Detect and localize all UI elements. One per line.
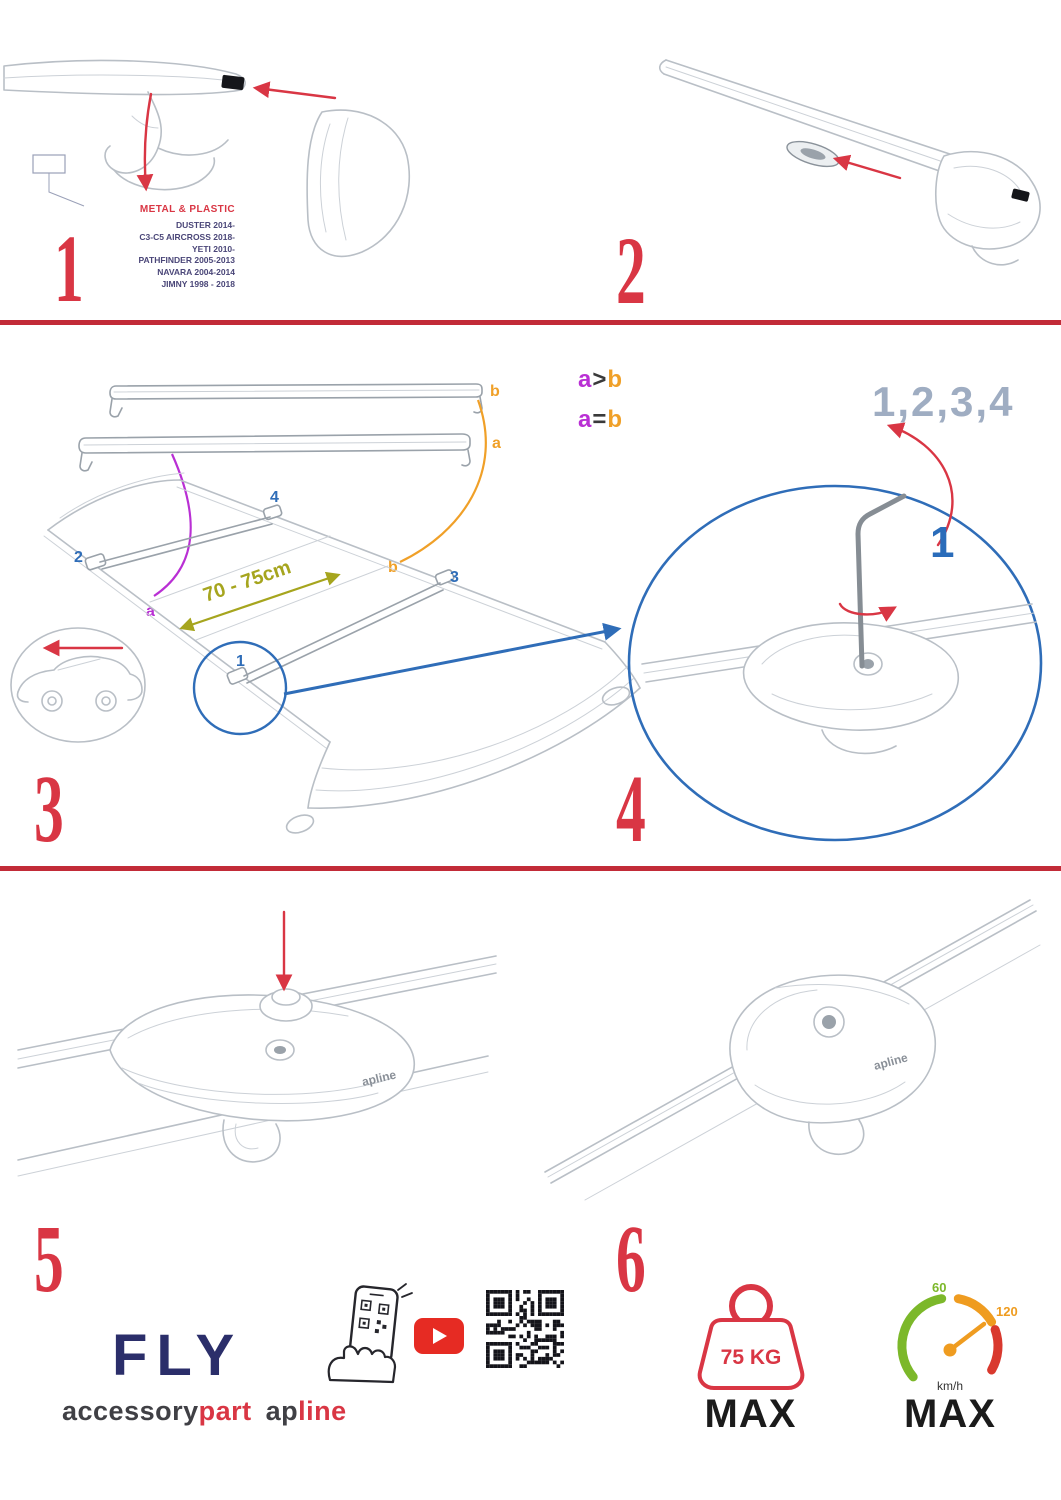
step6-illustration: apline <box>544 899 1041 1201</box>
arrow-into-slot <box>832 154 902 180</box>
material-label: METAL & PLASTIC <box>139 204 235 215</box>
brand-accessory: accessory <box>62 1396 199 1426</box>
product-name: FLY <box>112 1323 244 1388</box>
step-6-number: 6 <box>616 1205 646 1312</box>
weight-max-label: MAX <box>704 1392 797 1436</box>
brand-line: line <box>298 1396 347 1426</box>
step2-illustration <box>658 59 1041 266</box>
curve-b <box>399 399 487 563</box>
section-divider-top <box>0 320 1061 325</box>
model-item: DUSTER 2014- <box>175 220 235 230</box>
step4-illustration <box>627 422 1043 842</box>
qr-code <box>486 1290 564 1368</box>
speed-unit-label: km/h <box>937 1379 963 1393</box>
rule-b: b <box>607 406 624 433</box>
bar-label-b: b <box>490 383 500 400</box>
roof-label-a: a <box>146 603 155 620</box>
step3-illustration: b a a b 2 4 1 3 <box>10 383 641 834</box>
inset-circle <box>10 627 146 743</box>
arrow-to-plate <box>252 81 337 100</box>
step1-illustration <box>3 59 411 257</box>
model-item: PATHFINDER 2005-2013 <box>138 255 235 266</box>
bar-label-a: a <box>492 435 501 452</box>
curve-a <box>153 453 192 597</box>
position-3: 3 <box>450 569 459 586</box>
youtube-icon <box>414 1318 464 1354</box>
step-5-number: 5 <box>34 1205 64 1312</box>
position-1: 1 <box>236 653 245 670</box>
model-item: JIMNY 1998 - 2018 <box>161 278 235 289</box>
roof-label-b: b <box>388 559 398 576</box>
rule-op: = <box>592 406 608 433</box>
model-item: NAVARA 2004-2014 <box>157 267 235 278</box>
step-1-number: 1 <box>54 215 84 322</box>
speed-low-label: 60 <box>932 1280 946 1295</box>
brand-part: part <box>198 1396 252 1426</box>
speed-max-label: MAX <box>904 1392 996 1436</box>
allen-key <box>855 493 907 669</box>
arrow-down-clamp <box>136 92 154 192</box>
rule-a-equal-b: a=b <box>578 406 623 434</box>
rule-b: b <box>607 366 624 393</box>
highlight-circle <box>192 640 288 736</box>
rule-a-greater-b: a>b <box>578 366 623 394</box>
step-3-number: 3 <box>34 755 64 862</box>
distance-label: 70 - 75cm <box>200 556 293 606</box>
distance-arrow <box>179 571 341 632</box>
rule-a: a <box>578 366 593 393</box>
step-4-number: 4 <box>616 755 646 862</box>
arrow-to-sequence <box>886 422 954 547</box>
step-2-number: 2 <box>616 217 646 324</box>
rule-a: a <box>578 406 593 433</box>
speed-high-label: 120 <box>996 1304 1018 1319</box>
first-step-label: 1 <box>930 518 955 567</box>
leader-box <box>32 154 66 174</box>
zoom-circle <box>627 484 1043 842</box>
phone-scan-icon <box>327 1283 413 1384</box>
step5-illustration: apline <box>17 910 497 1177</box>
model-item: YETI 2010- <box>192 243 235 254</box>
rule-op: > <box>592 366 608 393</box>
rotate-arrow <box>838 602 897 622</box>
sequence-label: 1,2,3,4 <box>872 378 1015 425</box>
weight-limit-icon: 75 KG <box>697 1284 805 1390</box>
brand-plate <box>1011 188 1030 202</box>
weight-value: 75 KG <box>721 1346 782 1369</box>
model-item: C3-C5 AIRCROSS 2018- <box>139 231 235 242</box>
position-4: 4 <box>270 489 279 506</box>
brand-plate <box>221 74 245 91</box>
position-2: 2 <box>74 549 83 566</box>
model-list: DUSTER 2014- C3-C5 AIRCROSS 2018- YETI 2… <box>40 220 235 291</box>
section-divider-bottom <box>0 866 1061 871</box>
speedometer-icon: 60 120 km/h <box>897 1280 1018 1393</box>
brand-ap: ap <box>265 1396 299 1426</box>
pointer-to-step4 <box>283 622 622 696</box>
